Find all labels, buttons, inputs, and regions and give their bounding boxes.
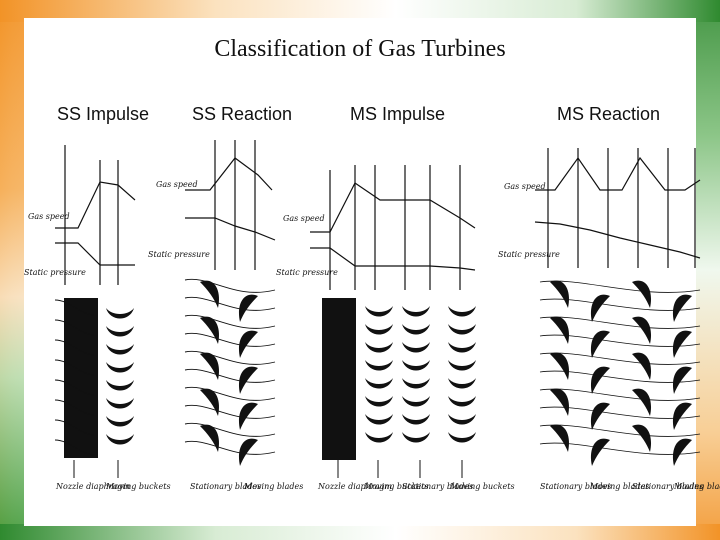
- ms-reaction-gas-speed-label: Gas speed: [504, 182, 546, 191]
- ms-reaction-graphs: [534, 148, 701, 268]
- heading-ms-reaction: MS Reaction: [557, 104, 661, 124]
- ms-impulse-gas-speed-label: Gas speed: [283, 214, 325, 223]
- ss-impulse-blade-label-2: Moving buckets: [106, 482, 171, 491]
- slide-canvas: [24, 18, 696, 526]
- ms-impulse-blade-label-3: Stationary blades: [402, 482, 474, 491]
- ss-reaction-static-pressure-label: Static pressure: [148, 250, 210, 259]
- ms-impulse-blades: [322, 298, 476, 478]
- heading-ms-impulse: MS Impulse: [350, 104, 446, 124]
- ss-reaction-gas-speed-label: Gas speed: [156, 180, 198, 189]
- ss-impulse-blades: [54, 298, 134, 478]
- slide-title: Classification of Gas Turbines: [214, 36, 506, 62]
- top-band: [0, 0, 720, 22]
- ss-reaction-blade-label-2: Moving blades: [244, 482, 304, 491]
- ss-reaction-graphs: [185, 140, 276, 270]
- ms-impulse-blade-label-4: Moving buckets: [450, 482, 515, 491]
- ms-reaction-blade-label-4: Moving blades: [674, 482, 720, 491]
- ss-reaction-blade-label-1: Stationary blades: [190, 482, 262, 491]
- ms-reaction-blades: [539, 280, 701, 466]
- ms-reaction-blade-label-3: Stationary blades: [632, 482, 704, 491]
- ss-reaction-blades: [184, 278, 276, 466]
- ss-impulse-graphs: [55, 145, 136, 285]
- ms-impulse-blade-label-1: Nozzle diaphragm: [318, 482, 393, 491]
- ss-impulse-blade-label-1: Nozzle diaphragm: [56, 482, 131, 491]
- bottom-band: [0, 524, 720, 540]
- heading-ss-reaction: SS Reaction: [192, 104, 293, 124]
- ms-reaction-blade-label-2: Moving blades: [590, 482, 650, 491]
- ms-reaction-blade-label-1: Stationary blades: [540, 482, 612, 491]
- ms-impulse-graphs: [310, 165, 476, 290]
- heading-ss-impulse: SS Impulse: [57, 104, 150, 124]
- ms-reaction-static-pressure-label: Static pressure: [498, 250, 560, 259]
- ss-impulse-static-pressure-label: Static pressure: [24, 268, 86, 277]
- ms-impulse-static-pressure-label: Static pressure: [276, 268, 338, 277]
- ss-impulse-gas-speed-label: Gas speed: [28, 212, 70, 221]
- ms-impulse-blade-label-2: Moving buckets: [364, 482, 429, 491]
